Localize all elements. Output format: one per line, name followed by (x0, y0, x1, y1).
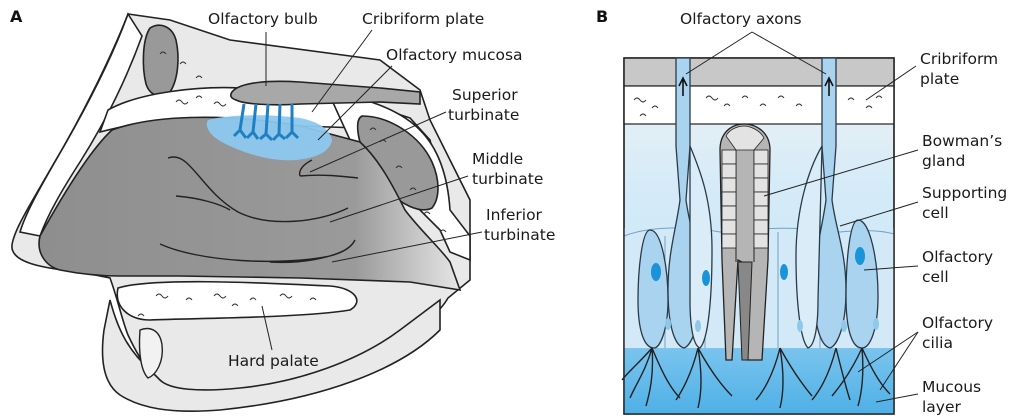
bowmans-label-1: Bowman’s (922, 132, 1002, 150)
olfactory-cell-label-1: Olfactory (922, 248, 993, 266)
frontal-sinus (143, 25, 178, 96)
panel-a-letter: A (10, 7, 23, 26)
bowmans-label-2: gland (922, 152, 965, 170)
superior-turbinate-label-1: Superior (452, 86, 518, 104)
supporting-label-2: cell (922, 204, 949, 222)
inferior-turbinate-label-1: Inferior (486, 206, 543, 224)
olfactory-cilia-label-1: Olfactory (922, 314, 993, 332)
cribriform-label-2: plate (920, 70, 959, 88)
olfactory-axons-label: Olfactory axons (680, 10, 802, 28)
panel-b: B (596, 7, 1007, 416)
mucous-label-2: layer (922, 398, 962, 416)
olfactory-mucosa-label: Olfactory mucosa (386, 46, 523, 64)
olfactory-cell-label-2: cell (922, 268, 949, 286)
hard-palate-label: Hard palate (228, 352, 319, 370)
mucous-label-1: Mucous (922, 378, 981, 396)
cribriform-band-bone (624, 86, 894, 124)
cribriform-label-1: Cribriform (920, 50, 998, 68)
inferior-turbinate-label-2: turbinate (484, 226, 555, 244)
panel-a: A (10, 7, 555, 411)
panel-b-letter: B (596, 7, 608, 26)
olfactory-cilia-label-2: cilia (922, 334, 953, 352)
middle-turbinate-label-2: turbinate (472, 170, 543, 188)
cribriform-plate-label: Cribriform plate (362, 10, 484, 28)
cribriform-band-top (624, 58, 894, 86)
supporting-label-1: Supporting (922, 184, 1007, 202)
olfactory-bulb-label: Olfactory bulb (208, 10, 318, 28)
middle-turbinate-label-1: Middle (472, 150, 523, 168)
superior-turbinate-label-2: turbinate (448, 106, 519, 124)
